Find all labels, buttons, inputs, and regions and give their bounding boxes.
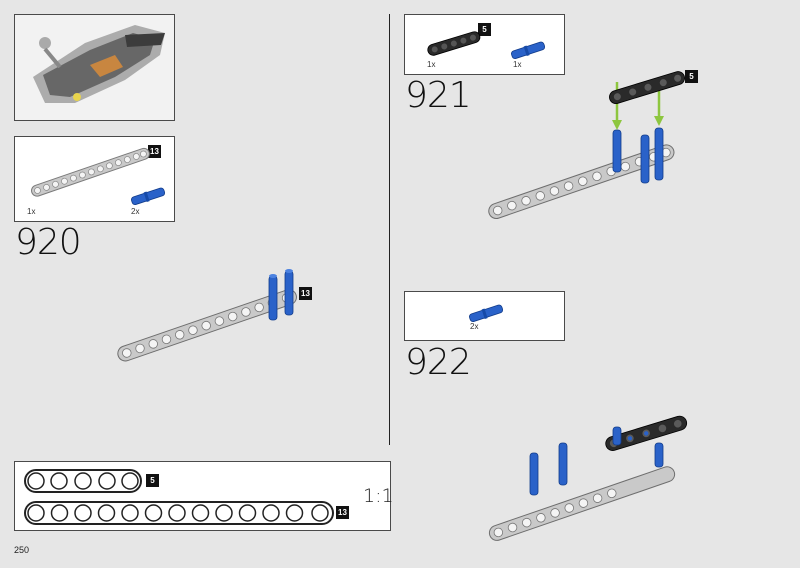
pin-blue-icon <box>268 269 294 321</box>
part-badge: 5 <box>478 23 491 36</box>
pin-blue-icon <box>612 426 622 446</box>
scale-label: 1:1 <box>363 485 394 507</box>
step-number: 920 <box>15 222 82 263</box>
step-921-assembly <box>488 71 685 220</box>
pin-blue-icon <box>511 41 546 59</box>
step-922-parts-box: 2x <box>404 291 565 341</box>
step-920-assembly <box>117 269 297 362</box>
step-920-parts-box: 13 1x 2x <box>14 136 175 222</box>
beam-13-scale-icon <box>24 501 334 525</box>
part-badge: 13 <box>148 145 161 158</box>
step-number: 922 <box>405 342 472 383</box>
scale-badge: 5 <box>146 474 159 487</box>
beam-5-scale-icon <box>24 469 142 493</box>
pin-blue-icon <box>469 304 504 322</box>
pin-blue-icon <box>612 127 664 184</box>
part-qty: 2x <box>131 207 140 216</box>
assembly-badge: 5 <box>685 70 698 83</box>
step-922-assembly <box>488 415 688 541</box>
pin-blue-icon <box>131 187 166 205</box>
beam-5-black-icon <box>427 31 481 56</box>
scale-box: 5 13 1:1 <box>14 461 394 531</box>
part-qty: 1x <box>427 60 436 69</box>
scale-badge: 13 <box>336 506 349 519</box>
pin-blue-icon <box>529 442 664 496</box>
part-qty: 1x <box>513 60 522 69</box>
page-number: 250 <box>14 545 30 555</box>
overview-box <box>14 14 175 121</box>
partial-model-icon <box>33 25 165 103</box>
beam-5-black-icon <box>609 71 685 105</box>
assembly-badge: 13 <box>299 287 312 300</box>
column-divider <box>389 14 390 445</box>
beam-13-gray-icon <box>31 147 150 197</box>
step-921-parts-box: 5 1x 1x <box>404 14 565 75</box>
part-qty: 1x <box>27 207 36 216</box>
part-qty: 2x <box>470 322 479 331</box>
step-number: 921 <box>405 75 472 116</box>
